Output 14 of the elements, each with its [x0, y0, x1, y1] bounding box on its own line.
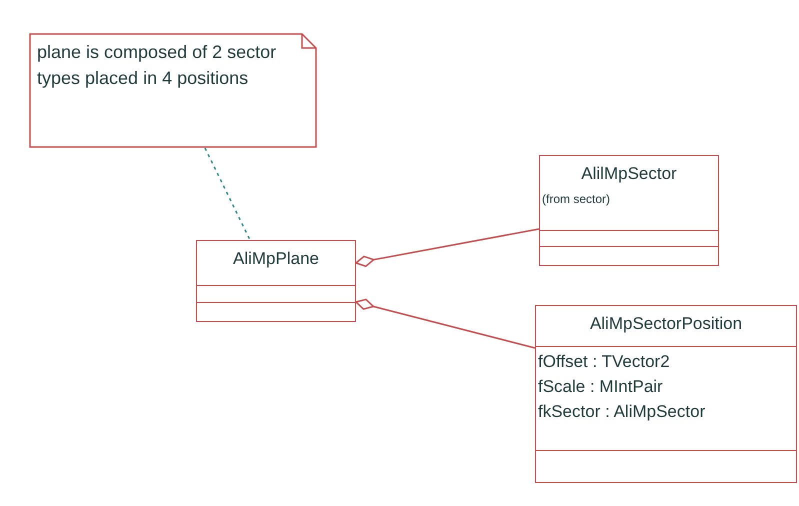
class-box — [196, 240, 356, 322]
aggregation-line — [355, 298, 536, 349]
attribute-text: fOffset : TVector2 — [538, 350, 671, 373]
attribute-text: fkSector : AliMpSector — [538, 400, 706, 423]
class-name: AliMpSectorPosition — [588, 314, 744, 334]
aggregation-line — [355, 228, 540, 268]
class-name: AliMpPlane — [232, 249, 320, 269]
class-name: AlilMpSector — [580, 164, 678, 184]
attribute-text: fScale : MIntPair — [538, 376, 664, 398]
class-box — [535, 305, 797, 483]
note-text: plane is composed of 2 sector types placed in 4 positions — [37, 41, 277, 90]
class-box — [539, 155, 719, 266]
anchor-line — [204, 148, 251, 240]
package-label: (from sector) — [542, 192, 612, 206]
